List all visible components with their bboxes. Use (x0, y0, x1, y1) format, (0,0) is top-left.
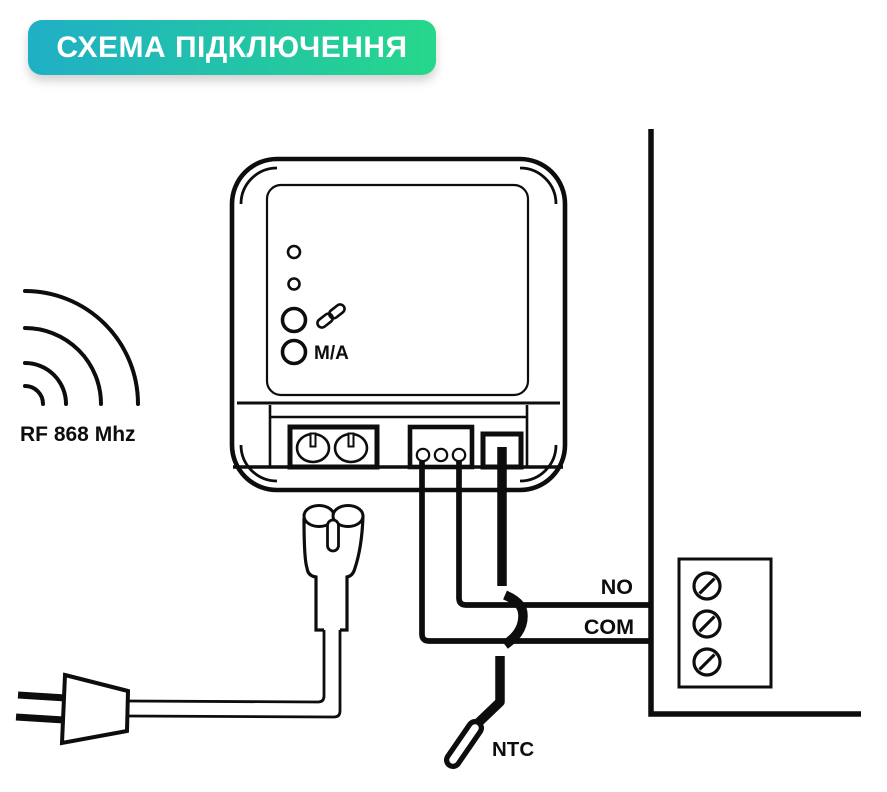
badge-label: СХЕМА ПІДКЛЮЧЕННЯ (56, 30, 408, 64)
status-led (287, 277, 301, 291)
rf-arc-outer (23, 289, 140, 406)
screw-icon (692, 647, 722, 677)
plug-prong (15, 713, 65, 724)
screw-icon (692, 571, 722, 601)
power-cord-connector (302, 504, 365, 632)
power-plug (15, 672, 131, 746)
terminal-hole (415, 447, 431, 463)
connection-diagram-badge: СХЕМА ПІДКЛЮЧЕННЯ (28, 20, 436, 75)
pair-button (280, 306, 308, 334)
ntc-label: NTC (492, 738, 534, 761)
rf-signal-icon (23, 289, 140, 406)
power-cord (127, 630, 342, 719)
plug-body (59, 672, 131, 746)
device-corner-bevel (239, 444, 278, 483)
rf-arc-2 (23, 361, 68, 406)
wall-terminal-block (677, 557, 773, 689)
rf-arc-3 (23, 326, 103, 406)
ntc-sensor-cable (473, 447, 528, 728)
screw-icon (692, 609, 722, 639)
status-led (286, 244, 302, 260)
plug-prong (17, 691, 67, 702)
device-corner-bevel (239, 166, 278, 205)
power-inlet-socket (287, 424, 380, 470)
rf-frequency-label: RF 868 Mhz (20, 423, 136, 446)
mode-button-label: M/A (314, 343, 349, 364)
device-corner-bevel (519, 166, 558, 205)
no-wire-label: NO (601, 575, 633, 599)
com-wire-label: COM (584, 615, 634, 639)
device-corner-bevel (519, 444, 558, 483)
rf-arc-inner (23, 384, 45, 406)
terminal-hole (451, 447, 467, 463)
ntc-sensor-probe (444, 719, 484, 769)
no-wire (456, 456, 651, 608)
mode-button (280, 338, 308, 366)
device-front-panel (265, 183, 530, 397)
link-icon (316, 303, 346, 329)
com-wire (419, 456, 651, 644)
relay-device: M/A (229, 156, 568, 493)
wall-line (648, 129, 861, 717)
